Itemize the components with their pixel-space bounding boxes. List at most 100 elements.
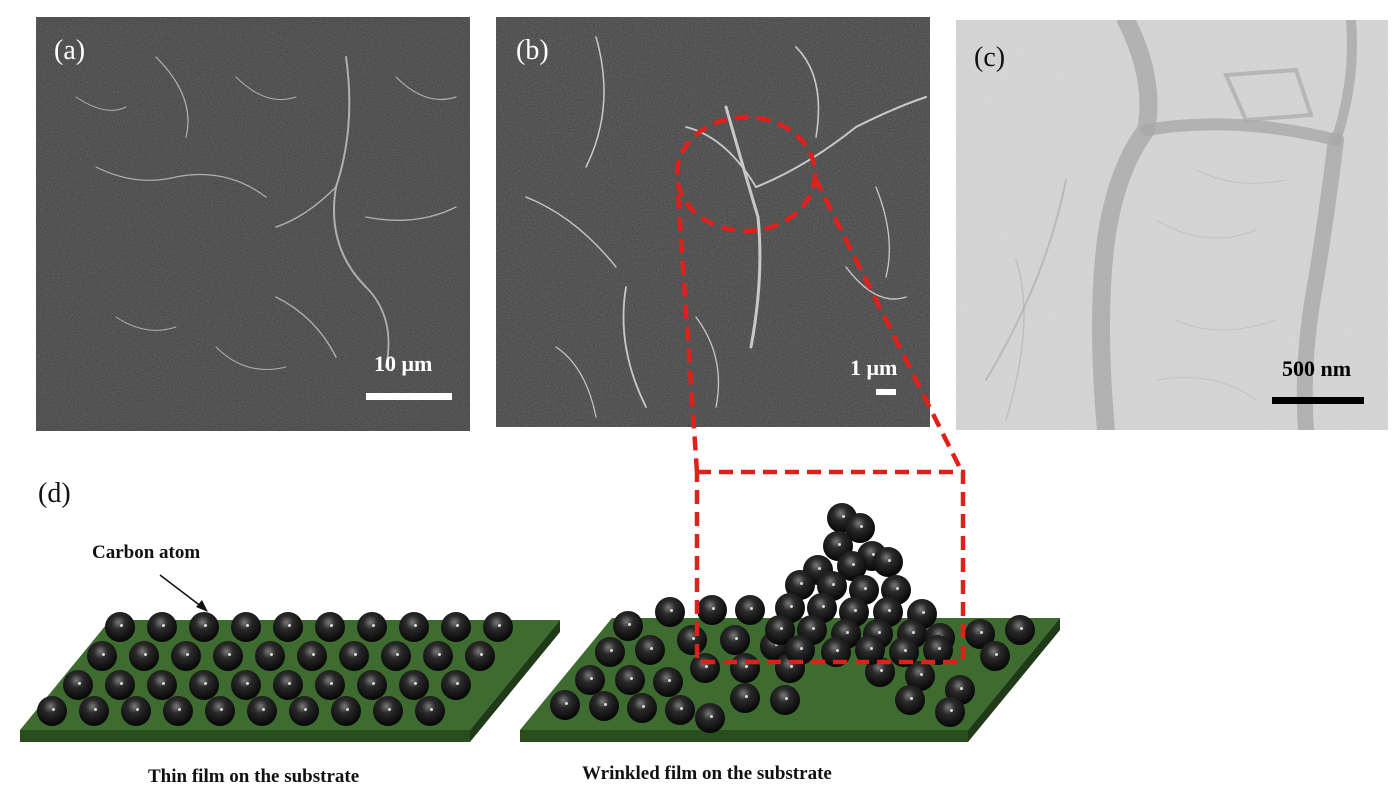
sem-image-a: (a) 10 μm: [36, 17, 470, 431]
tem-texture-c: [956, 20, 1388, 430]
carbon-atom: [589, 691, 619, 721]
panel-label-a: (a): [54, 35, 86, 66]
atom-highlight: [414, 682, 417, 685]
carbon-atom: [821, 637, 851, 667]
carbon-atom: [965, 619, 995, 649]
atom-highlight: [246, 682, 249, 685]
carbon-atom: [255, 641, 285, 671]
carbon-atom: [839, 597, 869, 627]
carbon-atom: [837, 551, 867, 581]
atom-highlight: [680, 707, 683, 710]
carbon-atom: [889, 637, 919, 667]
carbon-atom: [760, 631, 790, 661]
atom-highlight: [102, 653, 105, 656]
carbon-atom: [373, 696, 403, 726]
atom-highlight: [288, 682, 291, 685]
atom-highlight: [78, 682, 81, 685]
atom-highlight: [438, 653, 441, 656]
carbon-atom: [213, 641, 243, 671]
atom-highlight: [204, 682, 207, 685]
carbon-atom: [147, 670, 177, 700]
atom-highlight: [610, 649, 613, 652]
carbon-atom: [935, 697, 965, 727]
atom-highlight: [888, 559, 891, 562]
atom-highlight: [904, 649, 907, 652]
carbon-atom: [907, 599, 937, 629]
atom-highlight: [604, 703, 607, 706]
atom-highlight: [888, 609, 891, 612]
atom-highlight: [735, 637, 738, 640]
carbon-atom: [615, 665, 645, 695]
atom-highlight: [790, 605, 793, 608]
atom-highlight: [1020, 627, 1023, 630]
atom-highlight: [940, 635, 943, 638]
carbon-atom: [775, 653, 805, 683]
panel-label-c: (c): [974, 42, 1006, 73]
arrowhead-icon: [196, 600, 208, 612]
atom-highlight: [372, 682, 375, 685]
carbon-atom: [855, 635, 885, 665]
zoom-box: [694, 469, 966, 665]
atom-highlight: [980, 631, 983, 634]
atom-highlight: [628, 623, 631, 626]
carbon-atom: [613, 611, 643, 641]
carbon-atom: [730, 683, 760, 713]
atom-highlight: [910, 697, 913, 700]
carbon-atom: [895, 685, 925, 715]
carbon-atom-arrow: [159, 574, 203, 608]
atom-highlight: [220, 708, 223, 711]
atom-highlight: [204, 624, 207, 627]
atom-highlight: [872, 553, 875, 556]
carbon-atom: [37, 696, 67, 726]
carbon-atom: [357, 612, 387, 642]
carbon-atom: [1005, 615, 1035, 645]
carbon-atom: [803, 555, 833, 585]
panel-label-b: (b): [516, 35, 549, 66]
atom-highlight: [262, 708, 265, 711]
carbon-atom: [415, 696, 445, 726]
carbon-atom: [845, 513, 875, 543]
wrinkled-film-substrate: [520, 618, 1060, 742]
atom-highlight: [842, 515, 845, 518]
carbon-atom: [63, 670, 93, 700]
atom-highlight: [246, 624, 249, 627]
atom-highlight: [456, 624, 459, 627]
carbon-atom: [205, 696, 235, 726]
atom-highlight: [912, 631, 915, 634]
carbon-atom: [797, 615, 827, 645]
atom-highlight: [162, 624, 165, 627]
carbon-atom: [690, 653, 720, 683]
carbon-atom: [441, 670, 471, 700]
atom-highlight: [650, 647, 653, 650]
atom-highlight: [630, 677, 633, 680]
carbon-atom: [79, 696, 109, 726]
atom-highlight: [642, 705, 645, 708]
atom-highlight: [692, 637, 695, 640]
atom-highlight: [312, 653, 315, 656]
scale-label-a: 10 μm: [374, 351, 433, 376]
atom-highlight: [414, 624, 417, 627]
carbon-atom: [730, 653, 760, 683]
carbon-atom: [339, 641, 369, 671]
carbon-atom: [945, 675, 975, 705]
atom-highlight: [330, 682, 333, 685]
atom-highlight: [144, 653, 147, 656]
carbon-atom: [231, 670, 261, 700]
atom-highlight: [950, 709, 953, 712]
atom-highlight: [178, 708, 181, 711]
carbon-atom: [881, 575, 911, 605]
carbon-atom: [105, 670, 135, 700]
scale-bar-c: [1272, 397, 1364, 404]
atom-highlight: [94, 708, 97, 711]
carbon-atom: [817, 571, 847, 601]
atom-highlight: [832, 583, 835, 586]
carbon-atom: [980, 641, 1010, 671]
atom-highlight: [346, 708, 349, 711]
atom-highlight: [670, 609, 673, 612]
atom-highlight: [790, 665, 793, 668]
atom-highlight: [162, 682, 165, 685]
carbon-atom: [105, 612, 135, 642]
atom-highlight: [480, 653, 483, 656]
carbon-atom: [231, 612, 261, 642]
atom-highlight: [846, 631, 849, 634]
